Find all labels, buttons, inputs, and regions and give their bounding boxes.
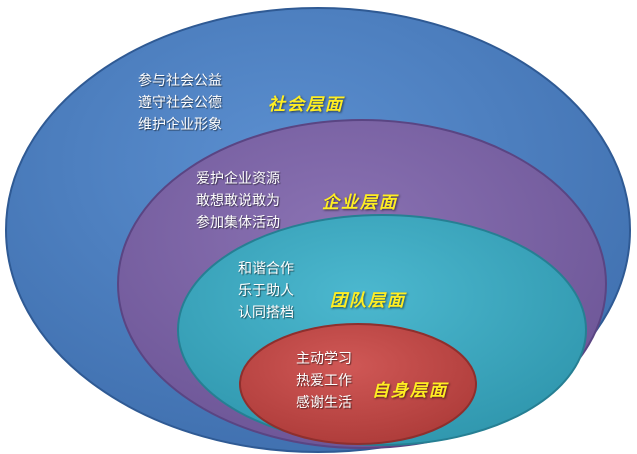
self-label: 自身层面 — [372, 381, 448, 401]
society-label: 社会层面 — [268, 95, 344, 115]
team-item-2: 乐于助人 — [238, 283, 294, 299]
society-item-2: 遵守社会公德 — [138, 95, 222, 111]
team-item-1: 和谐合作 — [238, 261, 294, 277]
enterprise-item-1: 爱护企业资源 — [196, 171, 280, 187]
enterprise-item-3: 参加集体活动 — [196, 215, 280, 231]
self-item-2: 热爱工作 — [296, 373, 352, 389]
society-items: 参与社会公益 遵守社会公德 维护企业形象 — [138, 70, 222, 136]
self-item-1: 主动学习 — [296, 351, 352, 367]
society-item-1: 参与社会公益 — [138, 73, 222, 89]
enterprise-label: 企业层面 — [322, 193, 398, 213]
self-item-3: 感谢生活 — [296, 395, 352, 411]
self-items: 主动学习 热爱工作 感谢生活 — [296, 348, 352, 414]
team-items: 和谐合作 乐于助人 认同搭档 — [238, 258, 294, 324]
enterprise-items: 爱护企业资源 敢想敢说敢为 参加集体活动 — [196, 168, 280, 234]
enterprise-item-2: 敢想敢说敢为 — [196, 193, 280, 209]
self-ellipse — [239, 323, 477, 445]
team-label: 团队层面 — [330, 291, 406, 311]
team-item-3: 认同搭档 — [238, 305, 294, 321]
society-item-3: 维护企业形象 — [138, 117, 222, 133]
